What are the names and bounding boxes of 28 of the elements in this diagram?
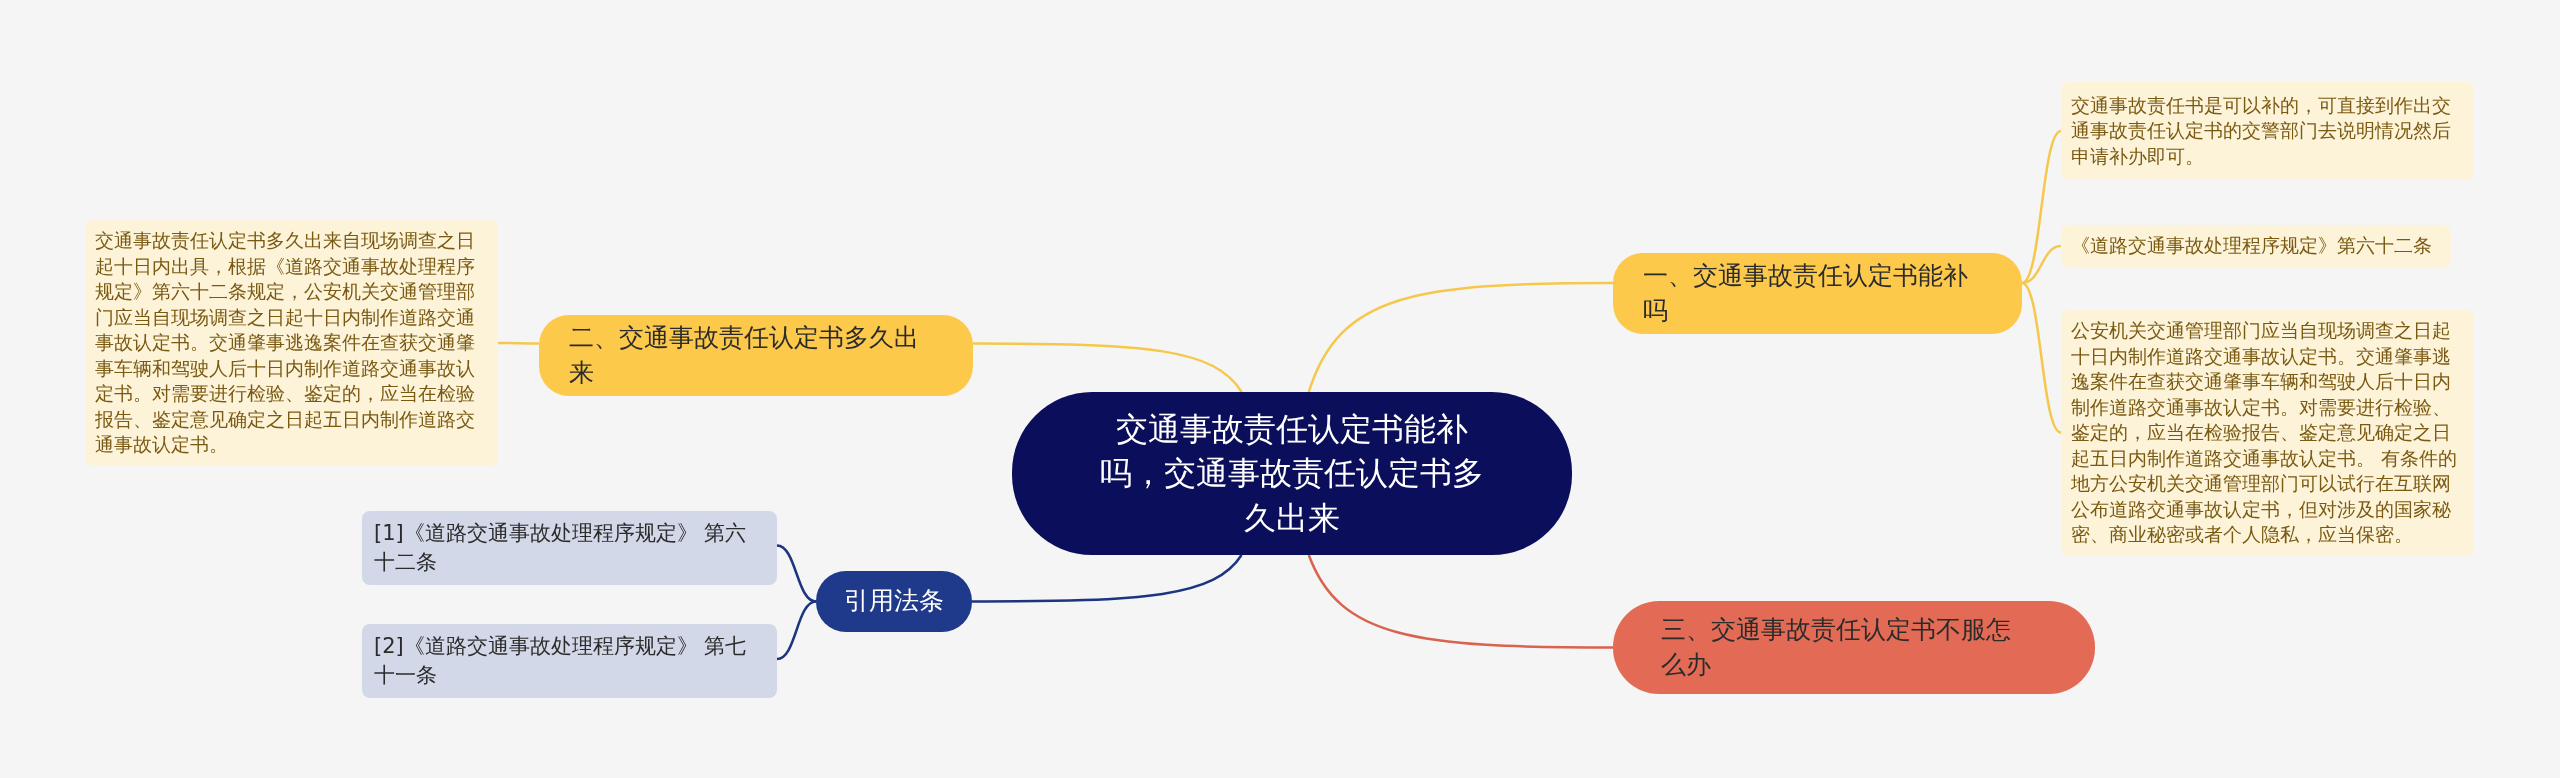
branch-title: 一、交通事故责任认定书能补吗 [1643, 260, 1969, 327]
branch-title: 三、交通事故责任认定书不服怎么办 [1661, 614, 2012, 681]
note-text: 公安机关交通管理部门应当自现场调查之日起十日内制作道路交通事故认定书。交通肇事逃逸案件在查获交通肇事车辆和驾驶人后十日内制作道路交通事故认定书。对需要进行检验、鉴定的，应当在检验报告、鉴定意见确定之日起五日内制作道路交通事故认定书。 有条件的地方公安机关交通管理部门可以试行在互联网公布道路交通事故认定书，但对涉及的国家秘密、商业秘密或者个人隐私，应当保密。 [2071, 319, 2458, 548]
connector-line [776, 544, 817, 603]
connector-line [2021, 281, 2062, 434]
topic-title: 交通事故责任认定书能补吗，交通事故责任认定书多久出来 [1099, 409, 1485, 539]
connector-line [1307, 281, 1613, 393]
note-card [2061, 225, 2451, 267]
note-text: 交通事故责任书是可以补的，可直接到作出交通事故责任认定书的交警部门去说明情况然后申请补办即可。 [2071, 93, 2452, 169]
connector-line [972, 554, 1243, 603]
branch-title: 引用法条 [844, 585, 944, 618]
branch-title: 二、交通事故责任认定书多久出来 [569, 322, 920, 389]
connector-line [2021, 129, 2062, 285]
connector-line [2021, 244, 2062, 285]
note-text: 交通事故责任认定书多久出来自现场调查之日起十日内出具，根据《道路交通事故处理程序规定》第六十二条规定，公安机关交通管理部门应当自现场调查之日起十日内制作道路交通事故认定书。交通肇事逃逸案件在查获交通肇事车辆和驾驶人后十日内制作道路交通事故认定书。对需要进行检验、鉴定的，应当在检验报告、鉴定意见确定之日起五日内制作道路交通事故认定书。 [95, 229, 476, 458]
connector-line [973, 342, 1243, 393]
connector-line [498, 341, 539, 345]
reference-card [362, 511, 777, 585]
connector-line [776, 600, 817, 661]
branch-pill [1613, 253, 2022, 334]
reference-card [362, 624, 777, 698]
branch-pill [816, 571, 972, 632]
reference-text: [2]《道路交通事故处理程序规定》 第七十一条 [374, 633, 748, 689]
note-text: 《道路交通事故处理程序规定》第六十二条 [2071, 234, 2432, 259]
note-card [2061, 82, 2474, 180]
connector-line [1307, 554, 1613, 649]
reference-text: [1]《道路交通事故处理程序规定》 第六十二条 [374, 520, 748, 576]
branch-pill [539, 315, 973, 396]
